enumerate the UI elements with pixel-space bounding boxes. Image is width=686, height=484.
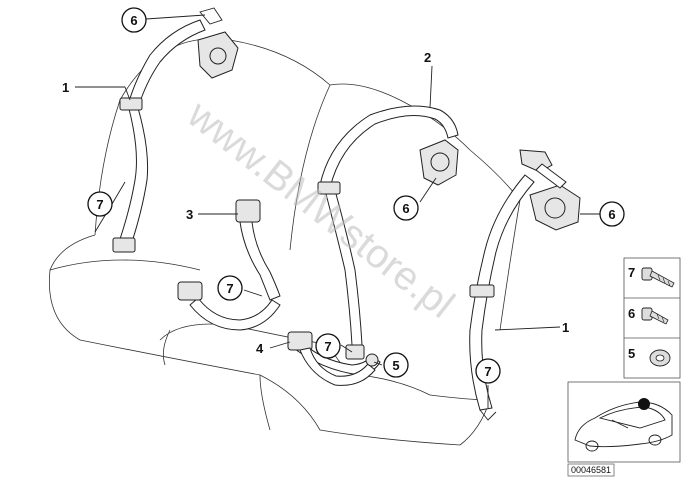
left-outboard-belt (112, 7, 239, 253)
callout-label: 7 (324, 339, 331, 354)
callout-6-center: 6 (393, 195, 419, 221)
part-number-box: 00046581 (567, 463, 615, 477)
hardware-legend: 7 6 5 (623, 257, 681, 379)
callout-2: 2 (424, 50, 431, 65)
callout-7-buckle: 7 (315, 333, 341, 359)
buckle-tongue (235, 199, 261, 223)
callout-label: 6 (402, 201, 409, 216)
callout-5: 5 (383, 352, 409, 378)
washer-icon (649, 349, 671, 367)
rear-seat-outline (49, 38, 521, 446)
legend-label-6: 6 (628, 306, 635, 321)
belt-anchor-plate (112, 237, 136, 253)
callout-6-top-left: 6 (121, 7, 147, 33)
short-bolt-icon (641, 307, 669, 325)
callout-3: 3 (186, 207, 193, 222)
callout-1-left: 1 (62, 80, 69, 95)
callout-label: 7 (484, 364, 491, 379)
callout-7-left: 7 (87, 191, 113, 217)
callout-label: 6 (130, 13, 137, 28)
leader-lines (75, 14, 600, 408)
callout-1-right: 1 (562, 320, 569, 335)
callout-label: 6 (608, 207, 615, 222)
callout-label: 7 (96, 197, 103, 212)
callout-7-right: 7 (475, 358, 501, 384)
callout-label: 7 (226, 281, 233, 296)
car-location-thumbnail (567, 381, 681, 463)
legend-label-7: 7 (628, 265, 635, 280)
right-outboard-belt (469, 149, 581, 421)
center-buckle-belt (177, 199, 281, 331)
callout-7-center: 7 (217, 275, 243, 301)
left-buckle-belt (287, 331, 379, 386)
callout-4: 4 (256, 341, 264, 356)
location-marker (638, 398, 650, 410)
long-bolt-icon (641, 267, 675, 288)
callout-label: 5 (392, 358, 399, 373)
buckle-latch (177, 281, 203, 301)
anchor-bolt (365, 353, 379, 367)
part-number: 00046581 (571, 465, 611, 475)
center-belt (289, 105, 459, 376)
belt-guide (119, 97, 143, 111)
legend-label-5: 5 (628, 346, 635, 361)
callout-6-right: 6 (599, 201, 625, 227)
